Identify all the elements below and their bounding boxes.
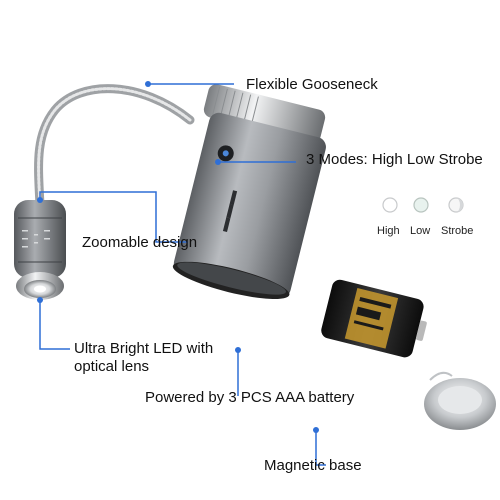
label-led-line-1: Ultra Bright LED with (74, 340, 214, 357)
label-led-line-2: optical lens (74, 358, 150, 375)
callout-lines (39, 83, 326, 466)
mode-label-low: Low (410, 225, 431, 237)
flashlight-body (172, 84, 326, 300)
callout-dots (37, 81, 319, 433)
label-zoomable-design: Zoomable design (82, 234, 198, 251)
label-flexible-gooseneck: Flexible Gooseneck (246, 76, 378, 93)
mode-indicators (382, 197, 464, 213)
mode-label-high: High (377, 225, 400, 237)
label-three-modes: 3 Modes: High Low Strobe (306, 151, 483, 168)
lamp-head (14, 200, 66, 300)
label-ultra-bright-led: Ultra Bright LED with optical lens (74, 340, 254, 376)
aaa-battery (321, 279, 427, 358)
label-battery: Powered by 3 PCS AAA battery (145, 389, 355, 406)
label-magnetic-base: Magnetic base (264, 457, 362, 474)
magnetic-base (424, 371, 496, 430)
mode-label-strobe: Strobe (441, 225, 474, 237)
mode-high-indicator (382, 197, 398, 213)
mode-low-indicator (413, 197, 429, 213)
